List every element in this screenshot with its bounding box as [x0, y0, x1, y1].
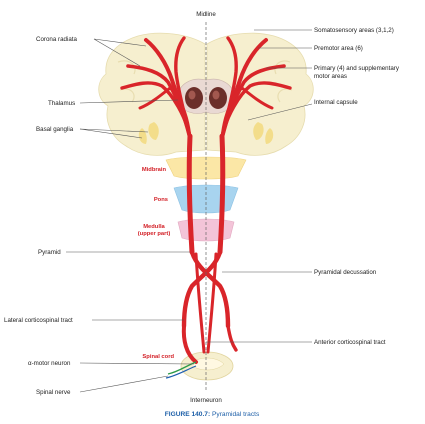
- midline-label: Midline: [196, 11, 216, 18]
- thalamus-label: Thalamus: [48, 100, 75, 107]
- corona-radiata-label: Corona radiata: [36, 36, 77, 43]
- figure-number: FIGURE 140.7:: [165, 411, 210, 418]
- medulla-label-2: (upper part): [138, 231, 171, 237]
- figure-title: Pyramidal tracts: [210, 411, 260, 418]
- pyramidal-decussation-label: Pyramidal decussation: [314, 269, 377, 276]
- pons-label: Pons: [154, 197, 168, 203]
- medulla-label-1: Medulla: [143, 224, 165, 230]
- spinal-cord-label: Spinal cord: [142, 354, 174, 360]
- figure-caption: FIGURE 140.7: Pyramidal tracts: [165, 411, 260, 418]
- alpha-motor-neuron-label: α-motor neuron: [28, 360, 71, 367]
- spinal-nerve-label: Spinal nerve: [36, 389, 71, 396]
- premotor-label: Premotor area (6): [314, 45, 363, 52]
- anterior-tract-label: Anterior corticospinal tract: [314, 339, 386, 346]
- interneuron-label: Interneuron: [190, 397, 222, 404]
- pyramid-label: Pyramid: [38, 249, 61, 256]
- internal-capsule-label: Internal capsule: [314, 99, 358, 106]
- midbrain-label: Midbrain: [142, 167, 167, 173]
- somatosensory-label: Somatosensory areas (3,1,2): [314, 27, 394, 34]
- lateral-tract-label: Lateral corticospinal tract: [4, 317, 73, 324]
- primary-motor-label-1: Primary (4) and supplementary: [314, 65, 400, 72]
- basal-ganglia-label: Basal ganglia: [36, 126, 74, 133]
- primary-motor-label-2: motor areas: [314, 73, 347, 80]
